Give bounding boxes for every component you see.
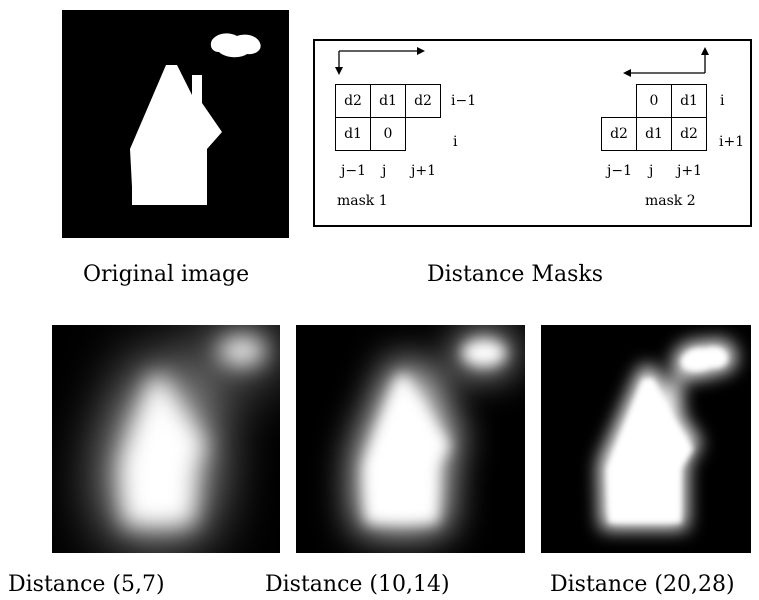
house-shape bbox=[130, 33, 261, 205]
caption-dist2: Distance (10,14) bbox=[265, 572, 450, 597]
distance-masks-box: d2 d1 d2 d1 0 i−1 i j−1 j j+1 mask 1 0 d… bbox=[313, 39, 752, 227]
original-image bbox=[62, 10, 289, 238]
mask2-col-label: j+1 bbox=[677, 163, 702, 179]
mask1-row-label: i bbox=[453, 134, 458, 150]
mask1-scan-arrows bbox=[335, 47, 425, 75]
mask2-name: mask 2 bbox=[645, 193, 696, 209]
mask1-cell: d2 bbox=[405, 84, 441, 118]
mask2-row-label: i bbox=[720, 93, 725, 109]
caption-dist3: Distance (20,28) bbox=[550, 572, 735, 597]
mask1-cell: d1 bbox=[370, 84, 406, 118]
distance-glow-10-14 bbox=[356, 335, 512, 530]
mask1-name: mask 1 bbox=[337, 193, 388, 209]
mask2-cell: d1 bbox=[671, 84, 707, 118]
mask2-cell: 0 bbox=[636, 84, 672, 118]
mask1-cell: 0 bbox=[370, 117, 406, 151]
mask1-row-label: i−1 bbox=[451, 93, 477, 109]
mask2-col-label: j bbox=[649, 163, 654, 179]
caption-dist1: Distance (5,7) bbox=[8, 572, 165, 597]
distance-glow-5-7 bbox=[114, 331, 272, 530]
mask1-col-label: j−1 bbox=[341, 163, 366, 179]
mask2-scan-arrows bbox=[623, 47, 709, 77]
mask2-cell: d2 bbox=[671, 117, 707, 151]
mask2-cell: d2 bbox=[601, 117, 637, 151]
caption-masks: Distance Masks bbox=[427, 262, 603, 287]
distance-glow-20-28 bbox=[599, 340, 736, 529]
caption-original: Original image bbox=[83, 262, 250, 287]
mask2-col-label: j−1 bbox=[607, 163, 632, 179]
mask2-row-label: i+1 bbox=[719, 134, 745, 150]
distance-image-5-7 bbox=[52, 325, 280, 553]
distance-image-20-28 bbox=[541, 325, 751, 553]
distance-image-10-14 bbox=[296, 325, 525, 553]
mask1-cell: d2 bbox=[335, 84, 371, 118]
mask2-cell: d1 bbox=[636, 117, 672, 151]
mask1-col-label: j bbox=[382, 163, 387, 179]
mask1-cell: d1 bbox=[335, 117, 371, 151]
mask1-col-label: j+1 bbox=[411, 163, 436, 179]
